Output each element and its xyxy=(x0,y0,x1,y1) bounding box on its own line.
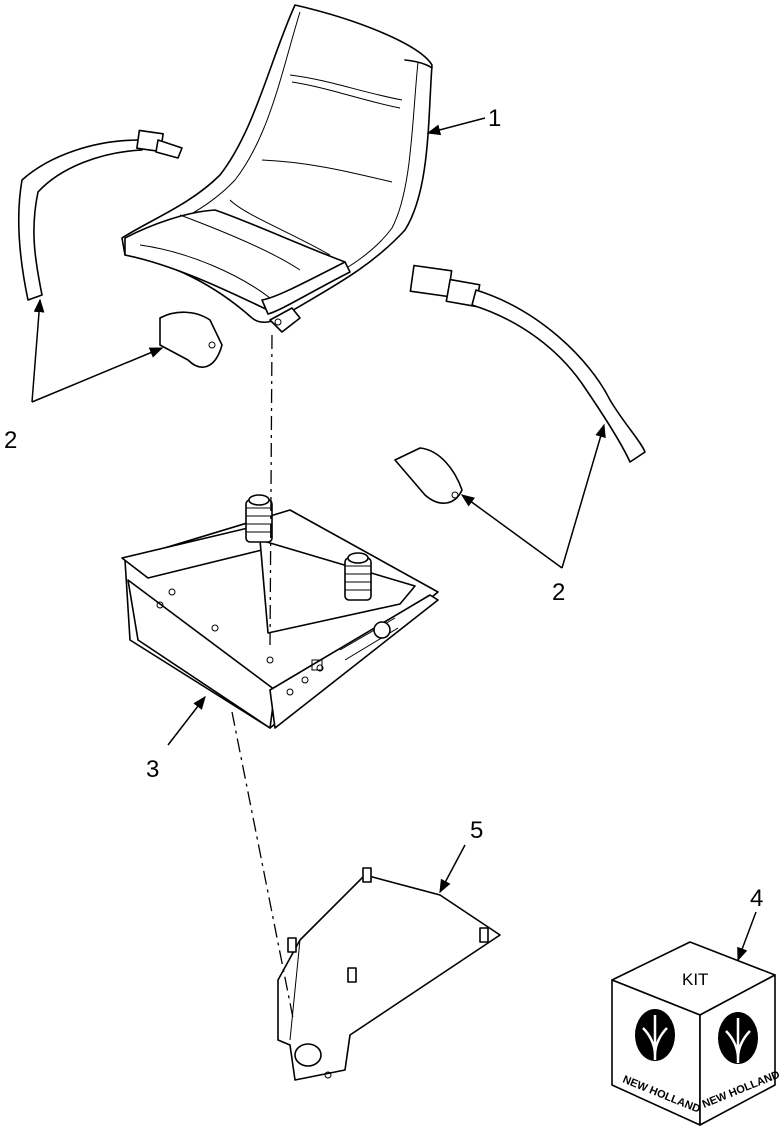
callout-seat: 1 xyxy=(488,105,501,132)
callout-belt-right: 2 xyxy=(552,579,565,606)
spring-left xyxy=(245,494,273,543)
kit-box-label: KIT xyxy=(682,970,708,989)
seat-part xyxy=(121,4,433,333)
suspension-part xyxy=(121,494,439,729)
bracket-studs xyxy=(287,867,489,983)
callout-belt-left: 2 xyxy=(4,427,17,454)
spring-right xyxy=(344,552,372,601)
bracket-part xyxy=(277,867,501,1081)
kit-box-part: KIT NEW HOLLAND NEW HOLLAND xyxy=(611,941,782,1126)
callout-bracket: 5 xyxy=(470,817,483,844)
assembly-center-lines xyxy=(231,334,294,1019)
leader-lines xyxy=(31,117,757,962)
belt-right-part xyxy=(409,264,646,463)
belt-left-part xyxy=(17,129,183,301)
belt-left-clip xyxy=(159,311,223,368)
callout-kit: 4 xyxy=(750,885,763,912)
callout-suspension: 3 xyxy=(146,756,159,783)
belt-right-clip xyxy=(394,447,463,504)
brand-logo-right-icon xyxy=(718,1012,758,1064)
brand-logo-left-icon xyxy=(635,1009,675,1061)
